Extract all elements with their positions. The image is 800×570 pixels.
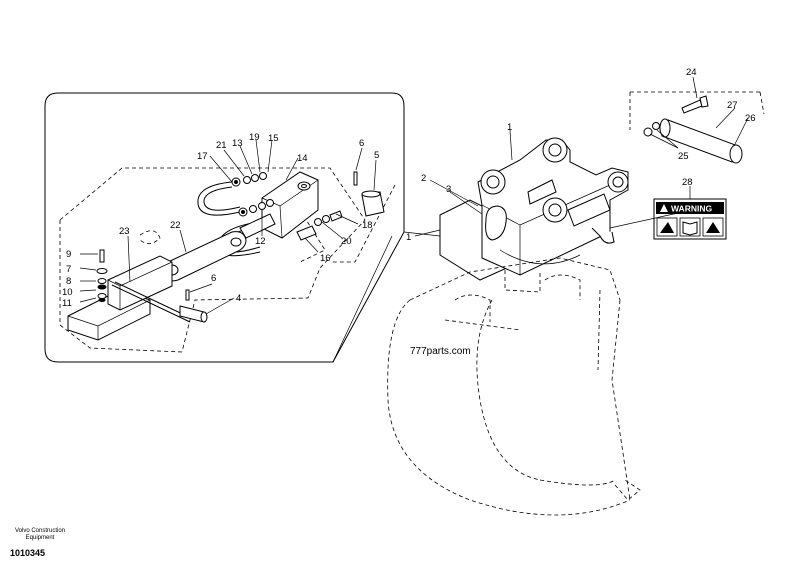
callout-16: 16 xyxy=(320,253,331,264)
callout-27: 27 xyxy=(727,100,738,111)
callout-1-inset: 1 xyxy=(406,232,411,243)
callout-10: 10 xyxy=(62,287,73,298)
organization-name: Volvo Construction Equipment xyxy=(14,528,66,541)
hazard-triangle-icon xyxy=(706,222,720,233)
callout-25: 25 xyxy=(678,151,689,162)
pin-assembly-right xyxy=(629,91,765,164)
pin-assembly-inset xyxy=(353,171,385,217)
callout-4: 4 xyxy=(236,293,241,304)
callout-9: 9 xyxy=(66,249,71,260)
callout-2: 2 xyxy=(421,173,426,184)
callout-23: 23 xyxy=(119,226,130,237)
crush-hazard-icon xyxy=(660,222,674,233)
callout-6-upper: 6 xyxy=(359,138,364,149)
locking-wedge xyxy=(67,249,194,341)
callout-11: 11 xyxy=(62,298,72,309)
callout-24: 24 xyxy=(686,67,697,78)
warning-decal-text: WARNING xyxy=(671,204,712,214)
quick-coupler xyxy=(439,137,629,281)
callout-14: 14 xyxy=(297,153,308,164)
callout-26: 26 xyxy=(745,113,756,124)
callout-3: 3 xyxy=(446,184,451,195)
leader-lines xyxy=(79,76,749,363)
drawing-number: 1010345 xyxy=(10,548,46,558)
callout-17: 17 xyxy=(197,151,208,162)
link-plate xyxy=(161,231,247,282)
bucket-outline xyxy=(387,257,641,516)
fittings xyxy=(231,172,343,241)
callout-7: 7 xyxy=(66,264,71,275)
manual-icon xyxy=(682,221,698,236)
callout-20: 20 xyxy=(341,236,352,247)
watermark-text: 777parts.com xyxy=(410,346,471,357)
callout-13: 13 xyxy=(232,138,243,149)
callout-8: 8 xyxy=(66,276,71,287)
callout-15: 15 xyxy=(268,133,279,144)
callout-19: 19 xyxy=(249,132,260,143)
callout-1-coupler: 1 xyxy=(507,122,512,133)
callout-18: 18 xyxy=(362,220,373,231)
callout-28: 28 xyxy=(682,177,693,188)
footer: Volvo Construction Equipment 1010345 xyxy=(10,528,70,558)
callout-22: 22 xyxy=(170,220,181,231)
callout-labels: 1 1 2 3 4 5 6 6 7 8 9 10 11 12 13 14 15 … xyxy=(62,67,756,309)
warning-decal: WARNING xyxy=(653,198,727,240)
callout-5: 5 xyxy=(374,150,379,161)
callout-21: 21 xyxy=(216,140,227,151)
callout-12: 12 xyxy=(255,236,266,247)
callout-6-lower: 6 xyxy=(211,273,216,284)
pin-lower xyxy=(179,289,208,323)
